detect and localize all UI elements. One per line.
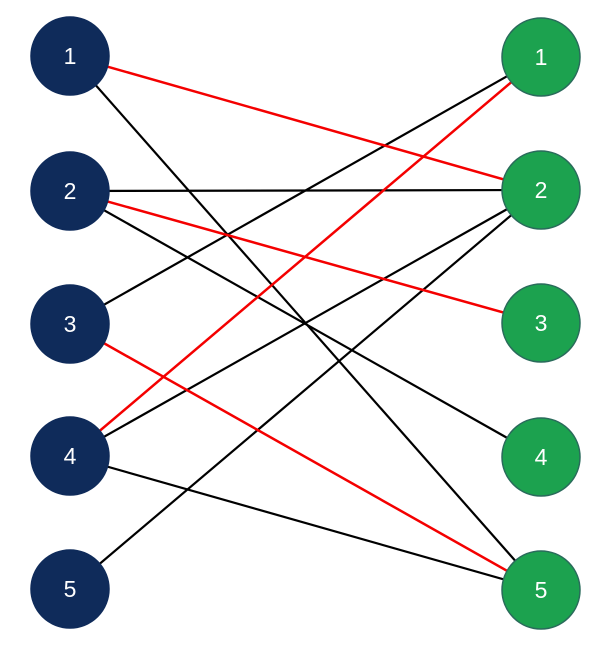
left-node-2-label: 2 (64, 178, 77, 204)
edge-left3-right5-red (69, 322, 542, 592)
left-node-5 (30, 549, 110, 629)
right-node-4 (501, 417, 581, 497)
right-node-2-label: 2 (535, 177, 548, 203)
left-node-4 (30, 416, 110, 496)
right-node-5 (501, 550, 581, 630)
left-node-4-label: 4 (64, 443, 77, 469)
left-node-3-label: 3 (64, 311, 77, 337)
right-node-1 (501, 17, 581, 97)
edge-left4-right2-black (69, 189, 542, 457)
left-node-2 (30, 151, 110, 231)
right-node-2 (501, 150, 581, 230)
left-node-1 (30, 16, 110, 96)
left-node-3 (30, 284, 110, 364)
right-node-3-label: 3 (535, 310, 548, 336)
right-node-5-label: 5 (535, 577, 548, 603)
right-node-1-label: 1 (535, 44, 548, 70)
edge-left4-right1-red (69, 56, 542, 457)
right-node-4-label: 4 (535, 444, 548, 470)
edge-left3-right1-black (69, 56, 542, 325)
right-node-3 (501, 283, 581, 363)
edge-left4-right5-black (69, 454, 542, 592)
edge-left5-right2-black (69, 189, 542, 590)
left-node-5-label: 5 (64, 576, 77, 602)
left-node-1-label: 1 (64, 43, 77, 69)
edge-left1-right2-red (69, 54, 542, 192)
